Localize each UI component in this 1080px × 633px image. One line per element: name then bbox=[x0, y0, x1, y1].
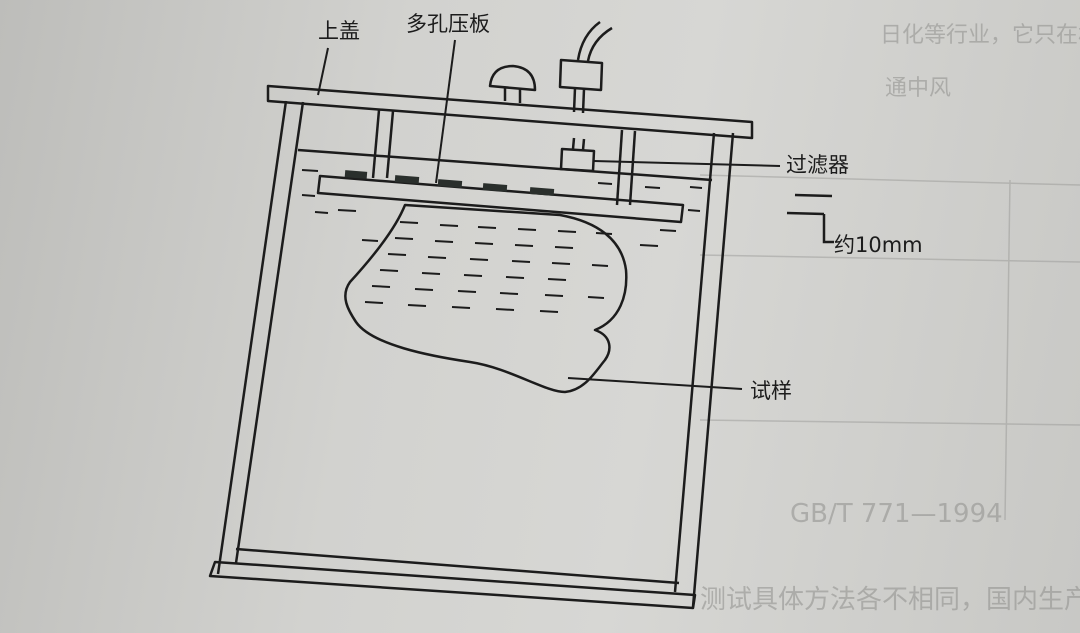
vent-cap-icon bbox=[488, 64, 537, 103]
perforated-plate bbox=[316, 174, 685, 224]
valve-box bbox=[558, 20, 613, 114]
liquid-surface bbox=[297, 148, 713, 182]
support-rods bbox=[371, 109, 637, 206]
background-text-bottom: 测试具体方法各不相同，国内生产实践中常用 GB/T bbox=[700, 585, 1080, 615]
background-table-lines bbox=[699, 174, 1080, 521]
top-cover-plate bbox=[266, 84, 754, 140]
label-gap: 约10mm bbox=[834, 233, 923, 257]
label-top-cover: 上盖 bbox=[318, 19, 360, 43]
background-text-right-top: 日化等行业，它只在相应领域 bbox=[880, 23, 1080, 48]
bottom-base-plate bbox=[208, 560, 697, 610]
label-specimen: 试样 bbox=[750, 379, 792, 403]
container-walls bbox=[216, 100, 735, 608]
label-perforated-plate: 多孔压板 bbox=[406, 12, 490, 36]
specimen-shape bbox=[344, 203, 628, 394]
background-text-table-ref: GB/T 771—1994 bbox=[790, 499, 1003, 529]
gap-indicator bbox=[786, 193, 834, 244]
background-print: 日化等行业，它只在相应领域 通中风 GB/T 771—1994 测试具体方法各不… bbox=[699, 23, 1080, 615]
background-text-right-mid: 通中风 bbox=[885, 76, 951, 101]
liquid-dashes bbox=[301, 169, 703, 313]
label-filter: 过滤器 bbox=[786, 153, 849, 177]
perforation-blocks bbox=[344, 170, 555, 196]
leader-lines bbox=[317, 39, 781, 390]
filter-unit bbox=[559, 137, 596, 173]
